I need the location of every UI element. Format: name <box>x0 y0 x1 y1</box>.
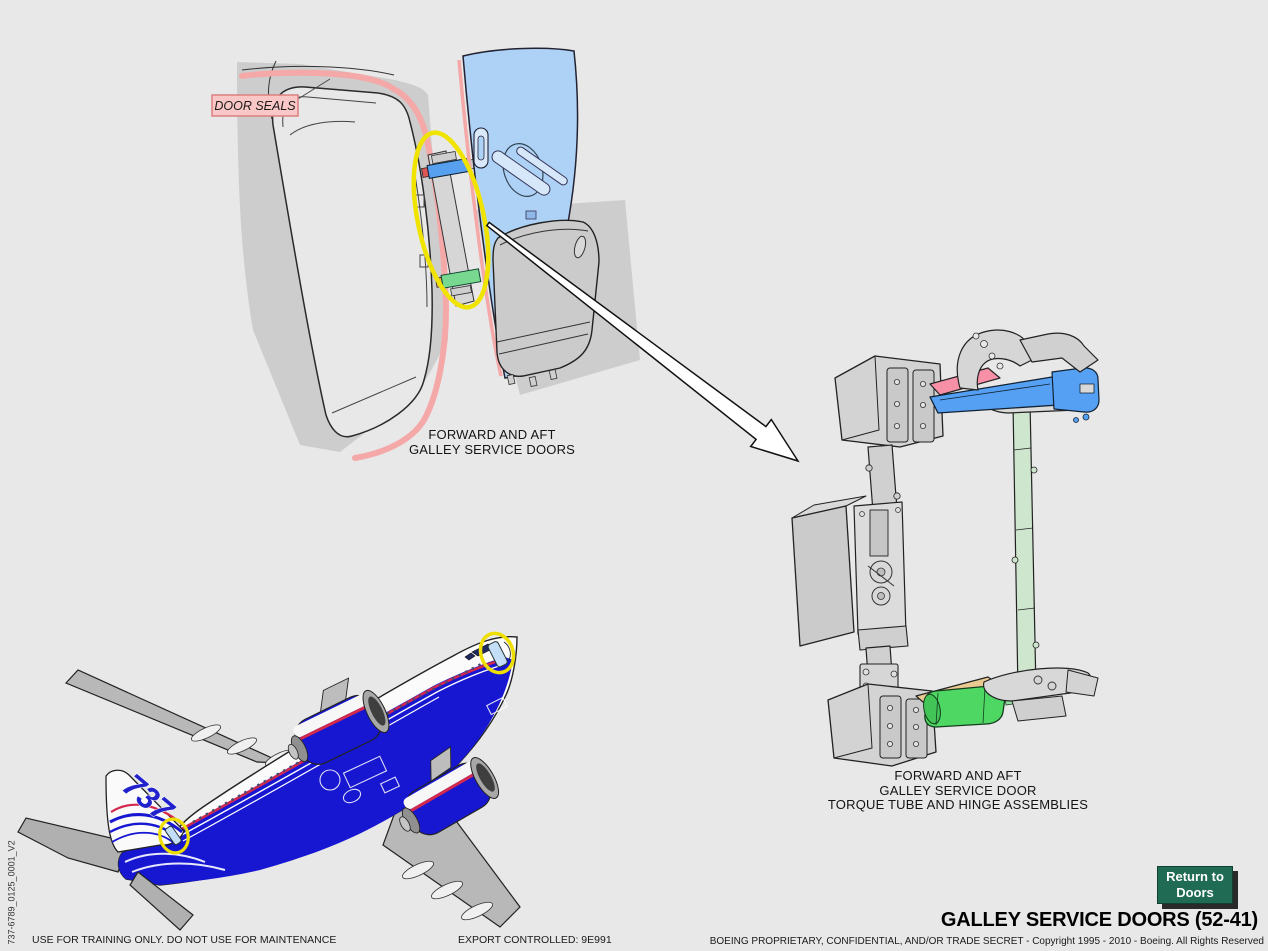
left-wing <box>64 669 296 767</box>
upper-door-bracket <box>834 355 944 448</box>
detail-pointer-arrow <box>485 221 800 463</box>
door-snubber-green <box>923 685 1033 728</box>
door-edge-seal <box>457 59 503 377</box>
door-illustration-caption: FORWARD AND AFT GALLEY SERVICE DOORS <box>352 427 632 457</box>
wing-body-details <box>319 696 509 804</box>
door-frame <box>271 86 433 438</box>
door-handle <box>473 127 489 169</box>
door-seals-illustration: DOOR SEALS <box>211 47 800 463</box>
document-number: 737-6789_0125_0001_V2 <box>6 840 17 945</box>
door-seals-label: DOOR SEALS <box>211 78 331 117</box>
training-disclaimer: USE FOR TRAINING ONLY. DO NOT USE FOR MA… <box>32 934 337 946</box>
aft-galley-door <box>165 825 182 846</box>
assembly-caption-line3: TORQUE TUBE AND HINGE ASSEMBLIES <box>827 797 1089 812</box>
page-title: GALLEY SERVICE DOORS (52-41) <box>940 909 1258 931</box>
return-to-doors-button[interactable]: Return to Doors <box>1157 866 1233 904</box>
right-wing-flap-fairings <box>402 860 493 921</box>
engine-left <box>287 677 390 765</box>
door-caption-line2: GALLEY SERVICE DOORS <box>408 441 576 457</box>
assembly-caption: FORWARD AND AFT GALLEY SERVICE DOOR TORQ… <box>775 768 1141 813</box>
hinge-highlight-ellipse <box>411 130 491 310</box>
lower-hinge-fitting <box>983 667 1099 722</box>
galley-door-highlight-aft <box>158 817 190 855</box>
door-window-shade <box>491 143 568 220</box>
return-button-line1: Return to <box>1166 869 1224 884</box>
right-stabilizer <box>129 871 194 931</box>
galley-door-highlight-forward <box>478 631 516 675</box>
airplane-locator-illustration: 737 <box>17 631 521 931</box>
lower-door-bracket <box>827 683 937 767</box>
svg-text:DOOR SEALS: DOOR SEALS <box>214 99 296 113</box>
center-gearbox <box>791 495 909 651</box>
slide-bustle <box>492 219 600 387</box>
assembly-caption-line1: FORWARD AND AFT <box>894 768 1022 783</box>
copyright-notice: BOEING PROPRIETARY, CONFIDENTIAL, AND/OR… <box>709 936 1264 947</box>
torque-arm-blue <box>929 367 1100 423</box>
nose-radome-line <box>503 641 511 661</box>
export-control-notice: EXPORT CONTROLLED: 9E991 <box>458 934 612 946</box>
engine-right <box>399 746 500 836</box>
assembly-caption-line2: GALLEY SERVICE DOOR <box>879 782 1037 798</box>
torque-tube-assembly-illustration <box>791 329 1100 767</box>
door-caption-line1: FORWARD AND AFT <box>428 427 556 442</box>
belly-blue <box>118 657 513 885</box>
forward-galley-door <box>487 641 508 668</box>
torque-tube-green <box>1011 401 1040 693</box>
return-button-line2: Doors <box>1176 885 1214 900</box>
upper-hinge-claw <box>956 329 1099 391</box>
